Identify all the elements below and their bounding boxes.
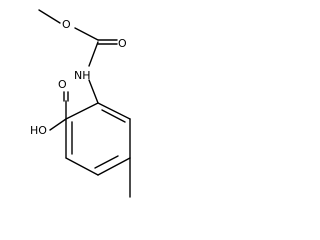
ring-bond-4 <box>65 157 99 176</box>
ring-inner-bond-top-right <box>101 109 126 123</box>
bond-methyl-to-ester-oxygen <box>38 9 61 24</box>
ring-bond-1 <box>97 102 131 120</box>
ring-inner-bond-bottom <box>94 155 119 169</box>
bond-acid-carbon-to-oh <box>49 118 67 131</box>
acid-oxygen-label: O <box>58 78 67 91</box>
bond-group <box>38 9 131 198</box>
bond-nitrogen-to-ring <box>88 79 99 104</box>
ring-bond-6 <box>65 102 99 120</box>
chemical-structure: O O NH HO O <box>30 9 131 198</box>
bond-carbonyl-carbon-to-nitrogen <box>88 41 99 67</box>
ester-oxygen-label: O <box>62 18 71 31</box>
bond-ester-oxygen-to-carbonyl-carbon <box>74 27 99 41</box>
carbonyl-oxygen-label: O <box>118 37 127 50</box>
acid-hydroxyl-label: HO <box>30 124 47 137</box>
ring-bond-3 <box>97 157 131 176</box>
nitrogen-label: NH <box>74 69 91 82</box>
